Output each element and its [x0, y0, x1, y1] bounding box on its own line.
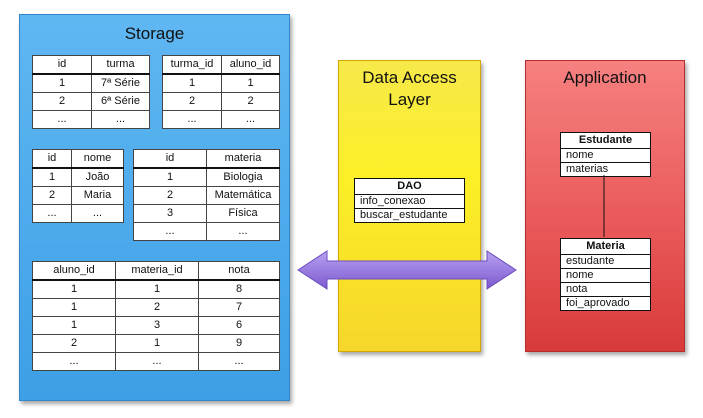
table-turma-aluno: turma_id aluno_id 1 1 2 2 ... ... [162, 55, 280, 129]
materia-class-name: Materia [561, 239, 650, 255]
application-panel: Application Estudante nome materias Mate… [525, 60, 685, 352]
table-row: 3 Física [133, 204, 280, 223]
table-row: 2 Matemática [133, 186, 280, 205]
table-header: id materia [133, 149, 280, 169]
estudante-class-box: Estudante nome materias [560, 132, 651, 177]
storage-panel: Storage id turma 1 7ª Série 2 6ª Série .… [19, 14, 290, 401]
table-cell: ... [91, 110, 150, 129]
dao-class-box: DAO info_conexao buscar_estudante [354, 178, 465, 223]
table-cell: Maria [71, 186, 124, 205]
table-turmas: id turma 1 7ª Série 2 6ª Série ... ... [32, 55, 150, 129]
materia-class-box: Materia estudante nome nota foi_aprovado [560, 238, 651, 311]
table-alunos: id nome 1 João 2 Maria ... ... [32, 149, 124, 223]
table-cell: ... [162, 110, 222, 129]
data-access-layer-panel: Data Access Layer DAO info_conexao busca… [338, 60, 481, 352]
materia-attribute: nota [561, 283, 650, 297]
header-cell: turma [91, 55, 150, 75]
table-row: 1 João [32, 167, 124, 187]
table-row: ... ... ... [32, 352, 280, 371]
table-header: id turma [32, 55, 150, 75]
table-cell: ... [71, 204, 124, 223]
dao-attribute: info_conexao [355, 195, 464, 209]
header-cell: materia_id [115, 261, 199, 281]
header-cell: aluno_id [221, 55, 280, 75]
table-cell: ... [198, 352, 280, 371]
table-header: id nome [32, 149, 124, 169]
header-cell: id [32, 55, 92, 75]
table-row: 2 6ª Série [32, 92, 150, 111]
materia-attribute: nome [561, 269, 650, 283]
dao-class-name: DAO [355, 179, 464, 195]
bidirectional-arrow [297, 250, 517, 290]
dal-title-line2: Layer [388, 90, 431, 109]
table-cell: João [71, 167, 124, 187]
storage-title: Storage [124, 24, 185, 43]
table-row: 1 7ª Série [32, 73, 150, 93]
table-row: ... ... [162, 110, 280, 129]
table-row: ... ... [32, 110, 150, 129]
header-cell: materia [206, 149, 280, 169]
estudante-attribute: materias [566, 163, 609, 175]
table-cell: 6ª Série [91, 92, 150, 111]
estudante-class-name: Estudante [561, 133, 650, 149]
table-row: 1 1 8 [32, 279, 280, 299]
table-cell: ... [221, 110, 280, 129]
table-row: 1 Biologia [133, 167, 280, 187]
dao-attribute: buscar_estudante [360, 209, 448, 221]
application-title: Application [563, 68, 647, 87]
table-header: aluno_id materia_id nota [32, 261, 280, 281]
table-materias: id materia 1 Biologia 2 Matemática 3 Fís… [133, 149, 280, 241]
estudante-attribute: nome [561, 149, 650, 163]
dal-title-line1: Data Access [362, 68, 457, 87]
table-cell: Matemática [206, 186, 280, 205]
table-cell: ... [206, 222, 280, 241]
table-row: 1 2 7 [32, 298, 280, 317]
materia-attribute: estudante [561, 255, 650, 269]
header-cell: turma_id [162, 55, 222, 75]
header-cell: nota [198, 261, 280, 281]
header-cell: nome [71, 149, 124, 169]
table-header: turma_id aluno_id [162, 55, 280, 75]
table-row: 1 3 6 [32, 316, 280, 335]
dal-title: Data Access Layer [339, 67, 480, 111]
table-row: ... ... [133, 222, 280, 241]
materia-attribute: foi_aprovado [566, 297, 630, 309]
header-cell: aluno_id [32, 261, 116, 281]
table-notas: aluno_id materia_id nota 1 1 8 1 2 7 1 3… [32, 261, 280, 371]
table-row: ... ... [32, 204, 124, 223]
table-cell: Biologia [206, 167, 280, 187]
